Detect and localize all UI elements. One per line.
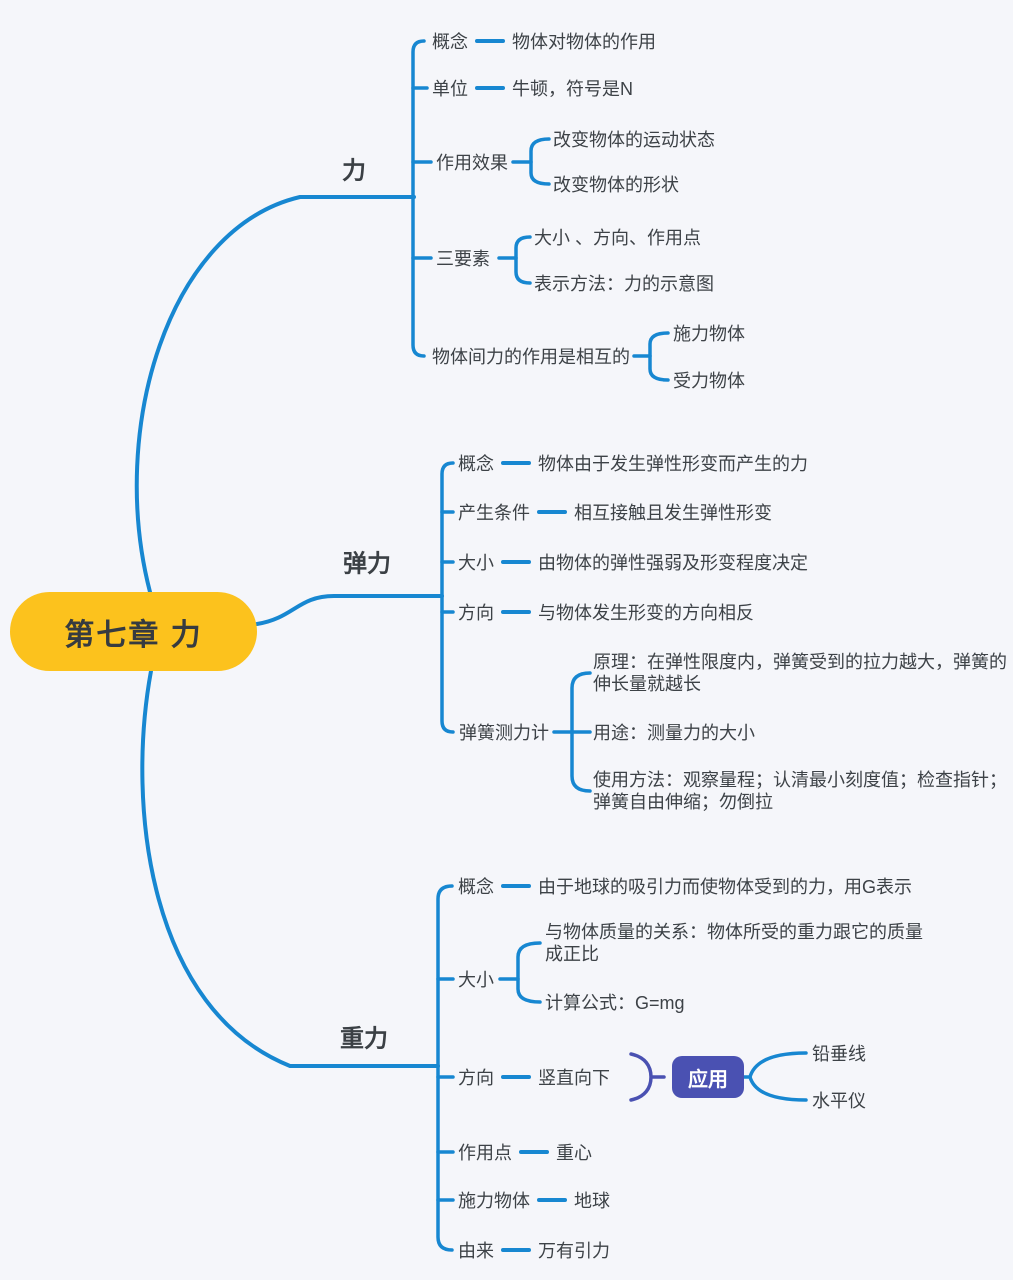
node-elastic-concept-value: 物体由于发生弹性形变而产生的力: [538, 454, 808, 474]
node-elastic-condition-value: 相互接触且发生弹性形变: [574, 503, 772, 523]
node-dynamometer-method[interactable]: 使用方法：观察量程；认清最小刻度值；检查指针；弹簧自由伸缩；勿倒拉: [593, 770, 1007, 812]
node-elastic-concept[interactable]: 概念 物体由于发生弹性形变而产生的力: [458, 450, 808, 476]
connector-dash: [501, 1075, 531, 1079]
node-gravity-exerter[interactable]: 施力物体 地球: [458, 1187, 610, 1213]
node-force-exerting-object[interactable]: 施力物体: [673, 324, 745, 344]
edge-force-trunk: [411, 39, 426, 358]
edge-gravity-magnitude-bracket: [516, 941, 542, 1004]
edge-elements-bracket: [514, 235, 532, 285]
node-gravity-concept-value: 由于地球的吸引力而使物体受到的力，用G表示: [538, 877, 912, 897]
node-elastic-magnitude-value: 由物体的弹性强弱及形变程度决定: [538, 553, 808, 573]
node-application-label: 应用: [688, 1068, 728, 1091]
branch-elastic-force[interactable]: 弹力: [343, 550, 391, 578]
node-elastic-condition[interactable]: 产生条件 相互接触且发生弹性形变: [458, 499, 772, 525]
node-elastic-magnitude-label: 大小: [458, 553, 494, 573]
connector-dash: [501, 560, 531, 564]
node-force-effects-shape[interactable]: 改变物体的形状: [553, 175, 679, 195]
connector-dash: [501, 461, 531, 465]
connector-dash: [475, 39, 505, 43]
edge-application-brace: [629, 1052, 666, 1102]
node-gravity-formula[interactable]: 计算公式：G=mg: [545, 993, 685, 1013]
node-elastic-direction-label: 方向: [458, 603, 494, 623]
node-elastic-concept-label: 概念: [458, 454, 494, 474]
node-gravity-action-point-label: 作用点: [458, 1143, 512, 1163]
edge-root-gravity: [140, 669, 440, 1068]
node-elastic-direction[interactable]: 方向 与物体发生形变的方向相反: [458, 599, 754, 625]
connector-dash: [537, 510, 567, 514]
connector-dash: [501, 1248, 531, 1252]
node-gravity-direction-value: 竖直向下: [538, 1068, 610, 1088]
root-node[interactable]: 第七章 力: [10, 592, 257, 671]
connector-dash: [501, 884, 531, 888]
branch-force[interactable]: 力: [342, 157, 366, 185]
edge-dynamometer-bracket: [570, 671, 592, 793]
node-spirit-level[interactable]: 水平仪: [812, 1091, 866, 1111]
node-force-receiving-object[interactable]: 受力物体: [673, 371, 745, 391]
node-gravity-origin-label: 由来: [458, 1241, 494, 1261]
node-force-concept-label: 概念: [432, 32, 468, 52]
node-elastic-magnitude[interactable]: 大小 由物体的弹性强弱及形变程度决定: [458, 549, 808, 575]
connector-dash: [475, 86, 505, 90]
node-dynamometer-principle[interactable]: 原理：在弹性限度内，弹簧受到的拉力越大，弹簧的伸长量就越长: [593, 652, 1007, 694]
node-force-mutual[interactable]: 物体间力的作用是相互的: [432, 347, 630, 367]
node-gravity-exerter-label: 施力物体: [458, 1191, 530, 1211]
branch-gravity[interactable]: 重力: [340, 1025, 388, 1053]
node-gravity-direction-label: 方向: [458, 1068, 494, 1088]
node-force-three-elements[interactable]: 三要素: [436, 249, 490, 269]
node-force-unit-value: 牛顿，符号是N: [512, 79, 633, 99]
edge-effects-bracket: [529, 137, 551, 186]
node-force-concept-value: 物体对物体的作用: [512, 32, 656, 52]
node-force-unit-label: 单位: [432, 79, 468, 99]
node-gravity-concept[interactable]: 概念 由于地球的吸引力而使物体受到的力，用G表示: [458, 873, 912, 899]
node-force-effects[interactable]: 作用效果: [436, 153, 508, 173]
node-dynamometer-use[interactable]: 用途：测量力的大小: [593, 723, 755, 743]
edge-root-elastic: [255, 594, 444, 626]
node-force-concept[interactable]: 概念 物体对物体的作用: [432, 28, 656, 54]
node-elastic-condition-label: 产生条件: [458, 503, 530, 523]
connector-dash: [537, 1198, 567, 1202]
node-gravity-exerter-value: 地球: [574, 1191, 610, 1211]
node-force-effects-motion[interactable]: 改变物体的运动状态: [553, 130, 715, 150]
node-spring-dynamometer[interactable]: 弹簧测力计: [459, 723, 549, 743]
node-force-unit[interactable]: 单位 牛顿，符号是N: [432, 75, 633, 101]
node-gravity-action-point-value: 重心: [556, 1143, 592, 1163]
node-plumb-line[interactable]: 铅垂线: [812, 1044, 866, 1064]
node-gravity-concept-label: 概念: [458, 877, 494, 897]
node-application-box[interactable]: 应用: [672, 1056, 744, 1098]
connector-dash: [519, 1150, 549, 1154]
node-gravity-magnitude[interactable]: 大小: [458, 970, 494, 990]
node-gravity-origin-value: 万有引力: [538, 1241, 610, 1261]
edge-application-fork: [742, 1051, 808, 1102]
edge-elastic-trunk: [440, 461, 455, 734]
node-gravity-direction[interactable]: 方向 竖直向下: [458, 1064, 610, 1090]
edge-root-force: [134, 195, 416, 594]
node-gravity-action-point[interactable]: 作用点 重心: [458, 1139, 592, 1165]
node-gravity-mass-relation[interactable]: 与物体质量的关系：物体所受的重力跟它的质量成正比: [545, 922, 923, 964]
node-force-representation[interactable]: 表示方法：力的示意图: [534, 274, 714, 294]
node-gravity-origin[interactable]: 由来 万有引力: [458, 1237, 610, 1263]
connector-dash: [501, 610, 531, 614]
node-force-elements-list[interactable]: 大小 、方向、作用点: [534, 228, 702, 248]
node-elastic-direction-value: 与物体发生形变的方向相反: [538, 603, 754, 623]
edge-mutual-bracket: [648, 331, 670, 382]
root-label: 第七章 力: [64, 618, 203, 652]
edge-gravity-trunk: [436, 884, 454, 1252]
